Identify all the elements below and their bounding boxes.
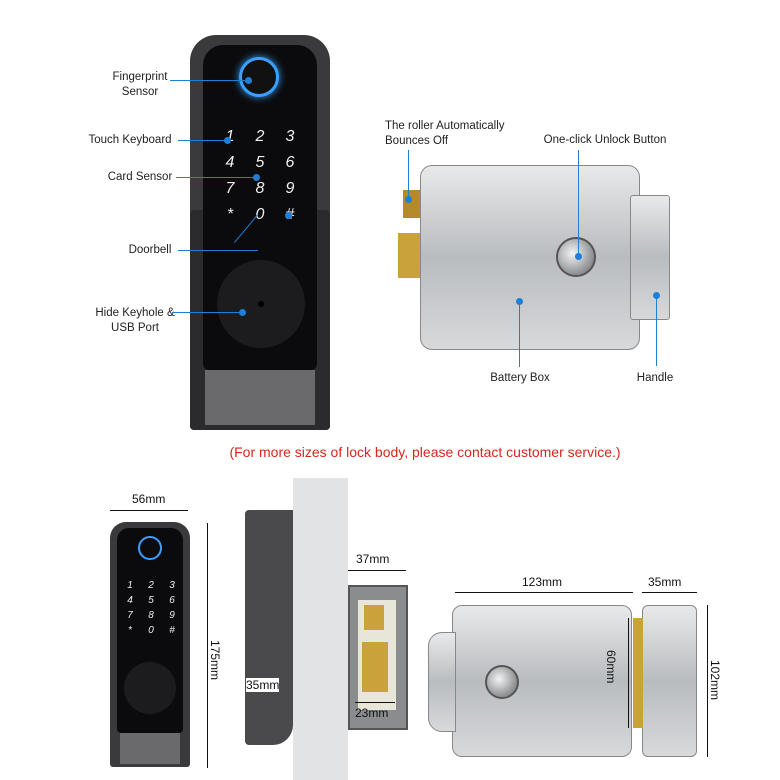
dim-body-width: 123mm — [522, 575, 563, 589]
dim-body-height: 102mm — [708, 660, 722, 701]
smart-lock-front — [190, 35, 330, 430]
key-3[interactable]: 4 — [225, 154, 235, 171]
key-5: 6 — [169, 595, 175, 606]
key-10[interactable]: 0 — [255, 206, 265, 223]
lock-body-dimension — [452, 605, 632, 757]
dim-lock-height: 175mm — [208, 640, 222, 681]
key-0[interactable]: 1 — [225, 128, 235, 145]
label-unlock-button: One-click Unlock Button — [543, 134, 667, 146]
key-2: 3 — [169, 580, 175, 591]
dim-body-inner-height: 60mm — [604, 650, 618, 684]
key-6[interactable]: 7 — [225, 180, 235, 197]
unlock-button-small — [485, 665, 519, 699]
label-touch-keyboard: Touch Keyboard — [88, 134, 172, 146]
door — [293, 478, 348, 780]
key-4: 5 — [148, 595, 154, 606]
label-card-sensor: Card Sensor — [107, 171, 173, 183]
key-9: * — [128, 625, 132, 636]
label-keyhole: Hide Keyhole & USB Port — [95, 307, 175, 334]
handle[interactable] — [630, 195, 670, 320]
key-3: 4 — [127, 595, 133, 606]
key-7[interactable]: 8 — [255, 180, 265, 197]
smart-lock-dimension — [110, 522, 190, 767]
key-2[interactable]: 3 — [285, 128, 295, 145]
label-handle: Handle — [636, 372, 674, 384]
key-6: 7 — [127, 610, 133, 621]
key-8: 9 — [169, 610, 175, 621]
key-1[interactable]: 2 — [255, 128, 265, 145]
key-5[interactable]: 6 — [285, 154, 295, 171]
label-roller: The roller Automatically Bounces Off — [385, 120, 505, 147]
notice-text: (For more sizes of lock body, please con… — [229, 444, 621, 460]
key-4[interactable]: 5 — [255, 154, 265, 171]
key-10: 0 — [148, 625, 154, 636]
label-fingerprint: Fingerprint Sensor — [112, 71, 168, 98]
dim-lock-width: 56mm — [132, 492, 166, 506]
dim-body-inner: 23mm — [355, 706, 389, 720]
key-7: 8 — [148, 610, 154, 621]
dim-body-depth: 37mm — [356, 552, 390, 566]
key-9[interactable]: * — [226, 206, 234, 223]
label-battery-box: Battery Box — [490, 372, 550, 384]
key-0: 1 — [127, 580, 133, 591]
dim-handle-width: 35mm — [648, 575, 682, 589]
fingerprint-sensor — [239, 57, 279, 97]
key-8[interactable]: 9 — [285, 180, 295, 197]
dim-door-gap: 35mm — [246, 678, 280, 692]
label-doorbell: Doorbell — [128, 244, 172, 256]
key-1: 2 — [148, 580, 154, 591]
key-11: # — [169, 625, 175, 636]
lock-side-view — [245, 510, 293, 745]
